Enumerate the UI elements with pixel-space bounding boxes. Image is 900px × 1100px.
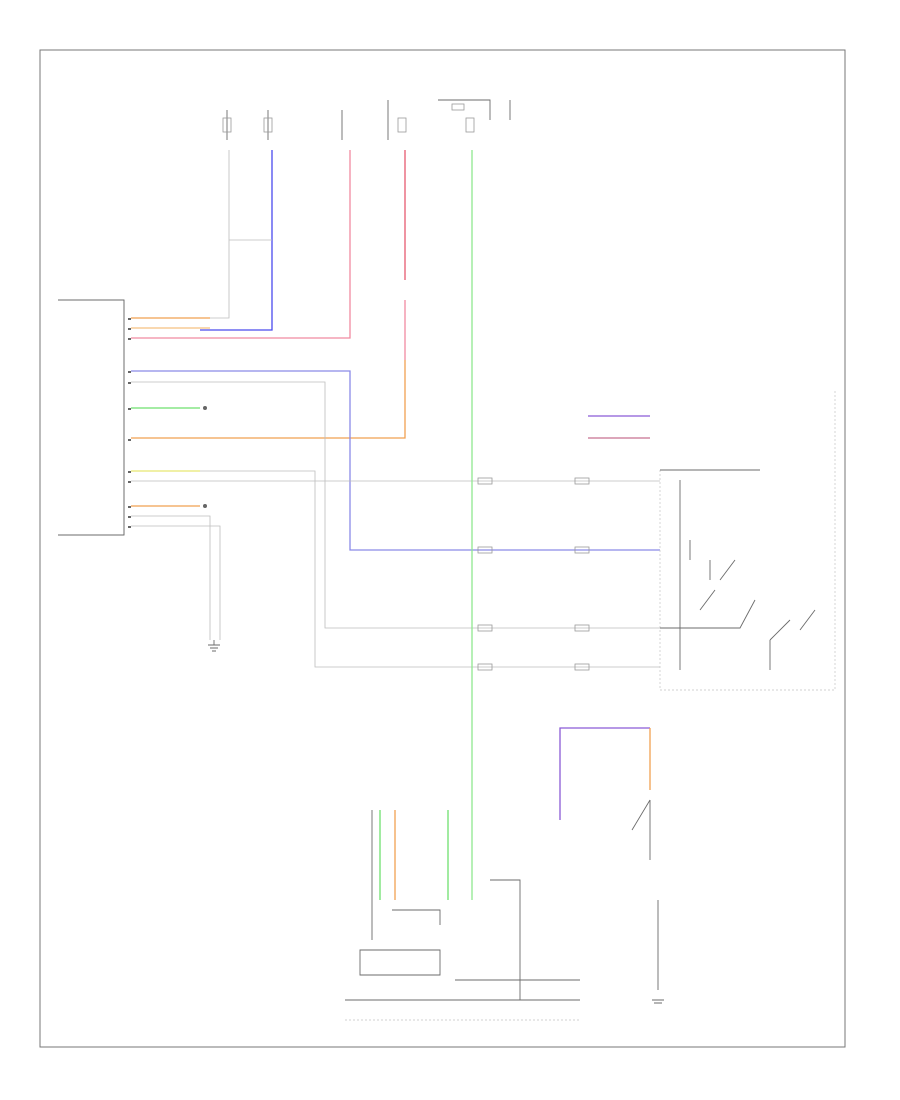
wire-gray-2 xyxy=(131,381,660,629)
sensor-circuit xyxy=(559,727,664,1004)
control-module xyxy=(58,299,131,536)
switch-module xyxy=(588,390,836,691)
ground-symbol-right xyxy=(652,999,664,1004)
top-power-feeds xyxy=(222,99,511,140)
wire-gray-3 xyxy=(131,470,660,668)
wire-orange-3 xyxy=(131,360,406,439)
wire-pink xyxy=(131,150,351,339)
wire-purple-blue xyxy=(131,370,660,551)
diagram-frame xyxy=(39,49,846,1048)
wire-gray-1 xyxy=(131,150,230,319)
wire-blue xyxy=(200,150,273,331)
instrument-cluster xyxy=(345,810,580,1021)
connector-marks xyxy=(477,477,590,671)
ground-symbol-left xyxy=(208,640,220,652)
